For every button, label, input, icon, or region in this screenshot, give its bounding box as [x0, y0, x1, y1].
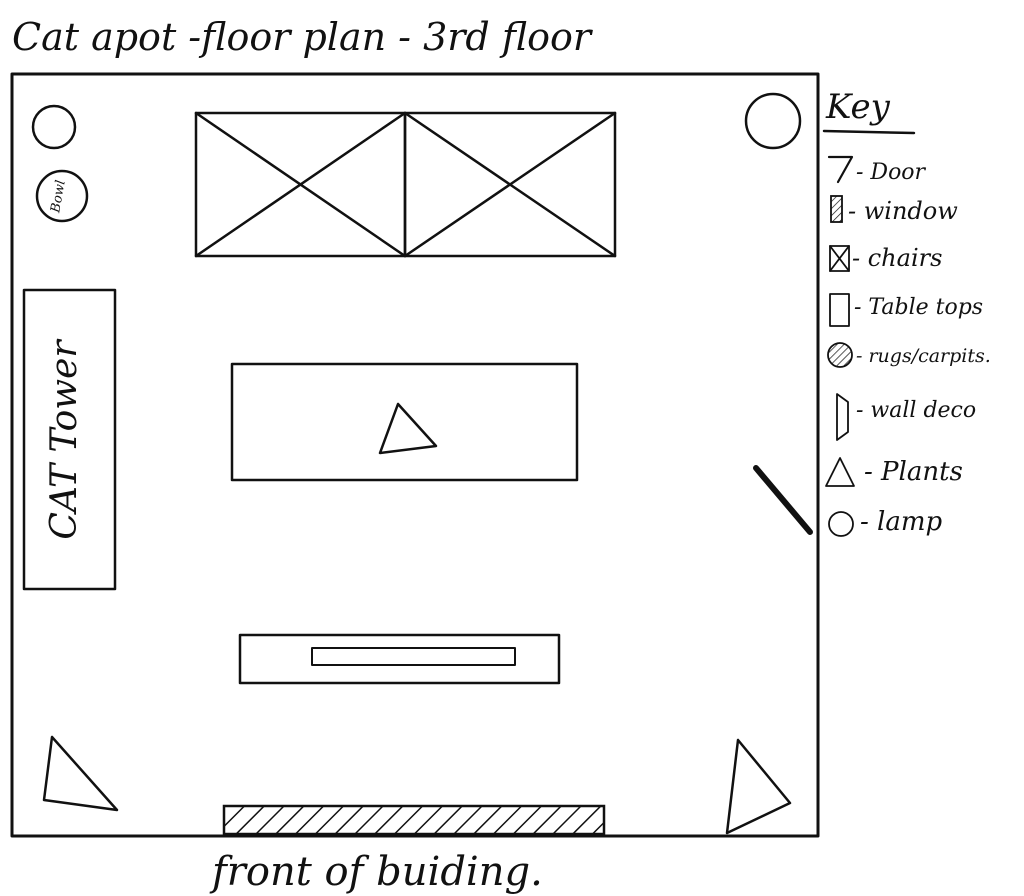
lamp-top-right	[744, 92, 802, 150]
page-title: Cat apot -floor plan - 3rd floor	[12, 15, 594, 59]
wall-deco-icon	[836, 393, 849, 441]
lower-table-insert	[311, 647, 516, 666]
chair-group	[194, 111, 617, 258]
chair-left-cross-b	[194, 111, 407, 258]
plant-icon	[825, 457, 855, 487]
legend-label-window: - window	[848, 197, 958, 225]
bowl-label: Bowl	[48, 179, 69, 215]
lamp-icon	[828, 511, 854, 537]
lower-table-top	[238, 633, 561, 685]
chair-right-cross-b	[403, 111, 617, 258]
window-icon	[830, 195, 843, 223]
legend-label-door: - Door	[856, 160, 927, 185]
chair-icon	[829, 245, 850, 272]
legend-heading: Key	[825, 87, 891, 127]
center-table-top	[230, 362, 579, 482]
legend: Key - Door - window - chairs - Table top…	[822, 87, 991, 537]
chair-right	[403, 111, 617, 258]
apartment-outline	[10, 72, 820, 838]
wall-deco-right	[753, 465, 813, 535]
plant-bottom-right	[725, 738, 792, 835]
plant-on-table	[378, 402, 438, 455]
front-of-building-label: front of buiding.	[209, 849, 543, 895]
cat-tower-label: CAT Tower	[44, 339, 85, 540]
legend-label-wall-deco: - wall deco	[856, 398, 976, 423]
lamp-top-left	[31, 104, 77, 150]
cat-bowl: Bowl	[35, 169, 89, 223]
plant-bottom-left	[42, 735, 119, 812]
legend-label-plants: - Plants	[864, 457, 963, 487]
door-icon	[827, 155, 854, 184]
cat-tower	[22, 288, 117, 591]
legend-label-rugs: - rugs/carpits.	[856, 345, 991, 367]
rug-icon	[827, 342, 853, 368]
table-top-icon	[829, 293, 850, 327]
legend-label-chairs: - chairs	[852, 244, 942, 272]
bowl-circle	[35, 169, 89, 223]
legend-label-table-tops: - Table tops	[854, 295, 983, 320]
legend-heading-underline	[822, 129, 916, 135]
front-window	[222, 804, 606, 836]
legend-label-lamp: - lamp	[860, 507, 943, 537]
